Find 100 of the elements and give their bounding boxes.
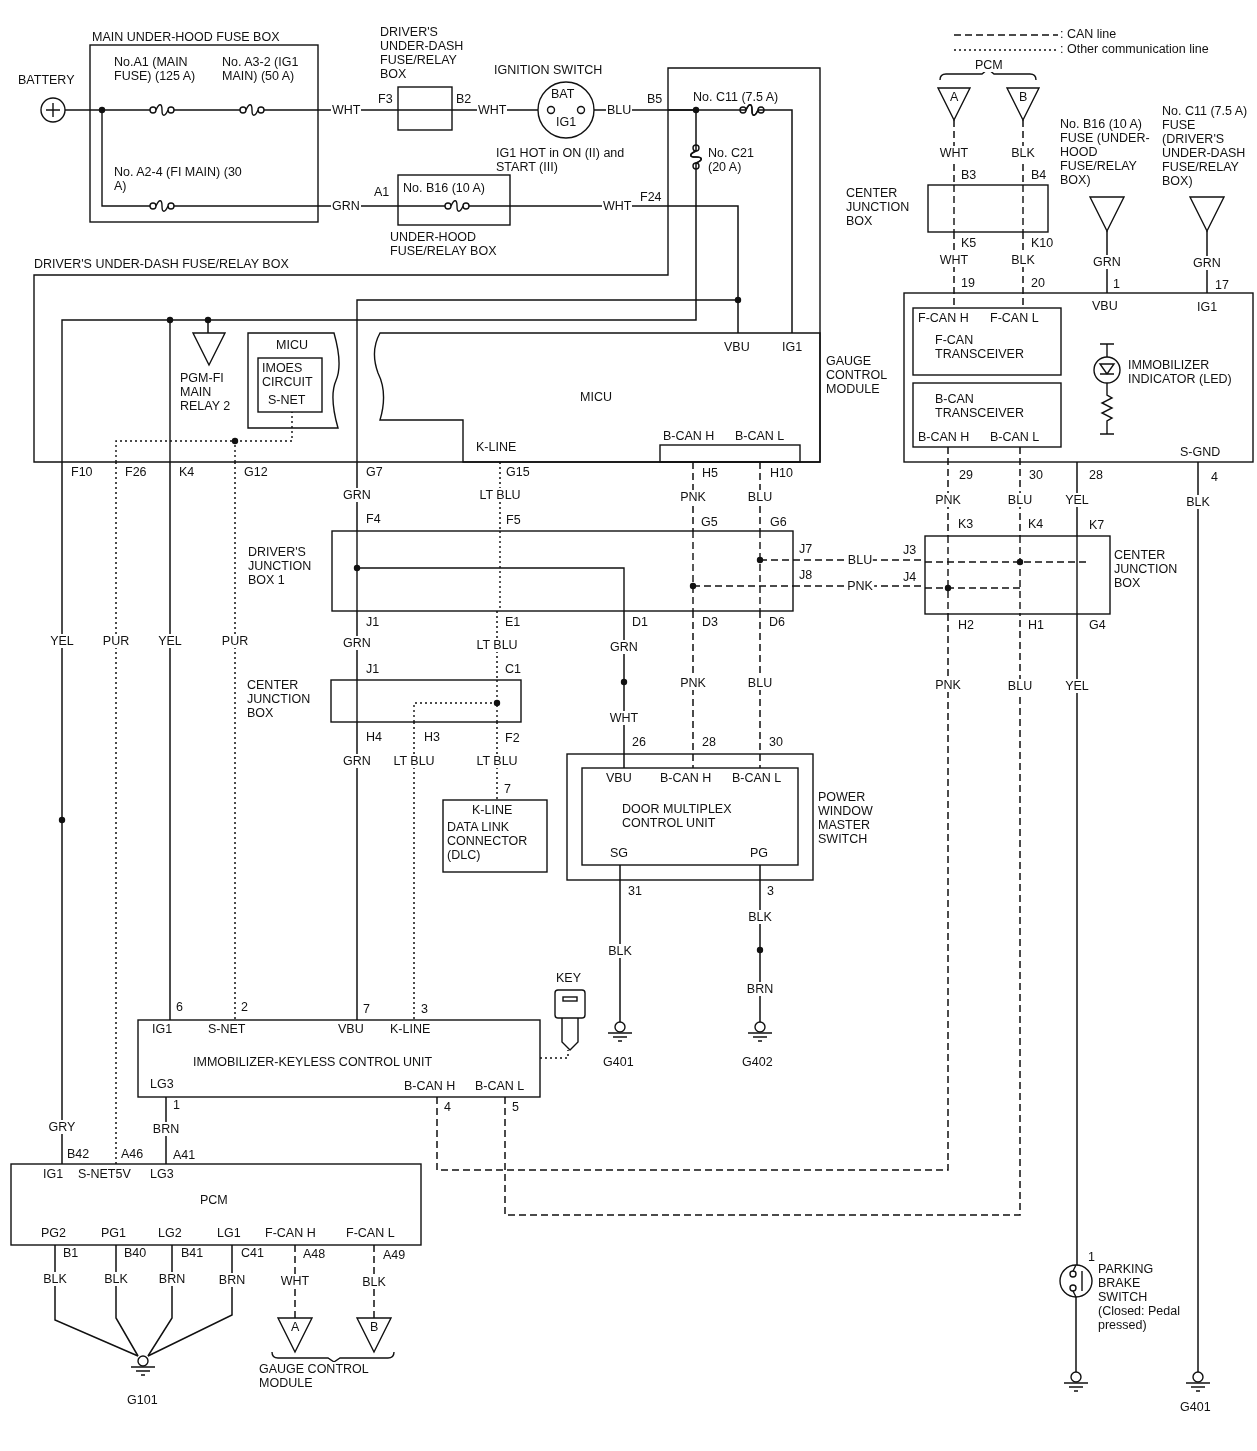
box-label: POWER WINDOW MASTER SWITCH [818,790,874,846]
pin-label: 2 [240,1000,249,1014]
wire-color-label: BLK [1010,146,1036,160]
wire-color-label: PNK [934,678,962,692]
control-module [11,1164,421,1245]
wire [115,1244,139,1357]
box-label: IMMOBILIZER INDICATOR (LED) [1128,358,1233,386]
pin-label: IG1 [782,340,803,354]
box-label: F-CAN TRANSCEIVER [935,333,1025,361]
box-label: DATA LINK CONNECTOR (DLC) [447,820,529,862]
connector-triangle [357,1318,391,1352]
pin-label: G5 [700,515,719,529]
box-label: PCM [200,1193,228,1207]
wire-color-label: YEL [49,634,75,648]
box-label: G101 [127,1393,158,1407]
pin-label: J3 [902,543,918,557]
pin-label: H3 [423,730,441,744]
pin-label: K4 [1027,517,1045,531]
box-label: KEY [556,971,581,985]
wire [619,864,621,1023]
wire [499,461,501,532]
pin-label: S-NET [208,1022,246,1036]
pin-label: F24 [639,190,663,204]
wire [115,461,117,1165]
pin-label: GRN [331,199,361,213]
pin-label: H5 [701,466,719,480]
pin-label: K-LINE [390,1022,431,1036]
box-label: IMMOBILIZER-KEYLESS CONTROL UNIT [193,1055,433,1069]
box-label: PGM-FI MAIN RELAY 2 [180,371,232,413]
pin-label: G7 [365,465,384,479]
pin-label: E1 [504,615,522,629]
pin-label: VBU [724,340,750,354]
control-module [824,291,1255,464]
fuse-label: No. C11 (7.5 A) [692,90,780,104]
box-label: IGNITION SWITCH [494,63,603,77]
pin-label: VBU [338,1022,364,1036]
pin-label: G12 [243,465,269,479]
pin-label: 6 [175,1000,184,1014]
wire-color-label: BLK [42,1272,68,1286]
wire [504,613,1021,1216]
pin-label: B5 [646,92,664,106]
pin-label: LG3 [150,1077,174,1091]
pin-label: G6 [769,515,788,529]
box-label: MICU [276,338,308,352]
wire [1197,461,1199,1373]
pin-label: C1 [504,662,522,676]
control-unit [374,333,820,462]
wire-color-label: GRN [1092,255,1122,269]
wire-color-label: LT BLU [475,638,519,652]
pin-label: H4 [365,730,383,744]
pin-label: K3 [957,517,975,531]
pin-label: 28 [701,735,717,749]
wire-color-label: BLU [1006,493,1034,507]
pin-label: B-CAN H [660,771,712,785]
wire [356,721,358,1021]
pin-label: B-CAN H [663,429,715,443]
connector-triangle [278,1318,312,1352]
wire [436,613,949,1171]
pin-label: 1 [1087,1250,1096,1264]
wire [54,1244,139,1357]
pin-label: 3 [766,884,775,898]
pin-label: WHT [602,199,633,213]
wire-color-label: BLU [746,490,774,504]
pin-label: 3 [420,1002,429,1016]
pin-label: S-GND [1180,445,1221,459]
wire [692,610,694,769]
pin-label: K7 [1088,518,1106,532]
wire-color-label: PNK [679,676,707,690]
wire-color-label: GRN [342,636,372,650]
pin-label: J1 [365,662,381,676]
wire [373,1244,375,1319]
pin-label: G15 [505,465,531,479]
pin-label: B2 [455,92,473,106]
pin-label: F26 [124,465,148,479]
pin-label: F-CAN H [265,1226,316,1240]
pin-label: F-CAN L [990,311,1039,325]
control-unit [582,768,798,865]
legend-label: : Other communication line [1060,42,1209,56]
pin-label: 31 [627,884,643,898]
wire-color-label: WHT [279,1274,311,1288]
pin-label: 20 [1030,276,1046,290]
box-label: CENTER JUNCTION BOX [247,678,312,720]
wire-color-label: PNK [679,490,707,504]
pin-label: K10 [1030,236,1055,250]
wire-color-label: BRN [151,1122,181,1136]
junction-box [844,184,1050,234]
box-label: K-LINE [472,803,513,817]
pin-label: 4 [1210,470,1219,484]
pin-label: B-CAN H [918,430,970,444]
pin-label: F4 [365,512,382,526]
pin-label: 7 [503,782,512,796]
pin-label: A48 [302,1247,327,1261]
wire-color-label: BLK [103,1272,129,1286]
box-label: A [291,1320,300,1334]
pin-label: 17 [1214,278,1230,292]
pin-label: A41 [172,1148,197,1162]
wire [234,461,236,1021]
box-label: No.A1 (MAIN FUSE) (125 A) [114,55,197,83]
wire [147,1244,233,1357]
pin-label: D6 [768,615,786,629]
